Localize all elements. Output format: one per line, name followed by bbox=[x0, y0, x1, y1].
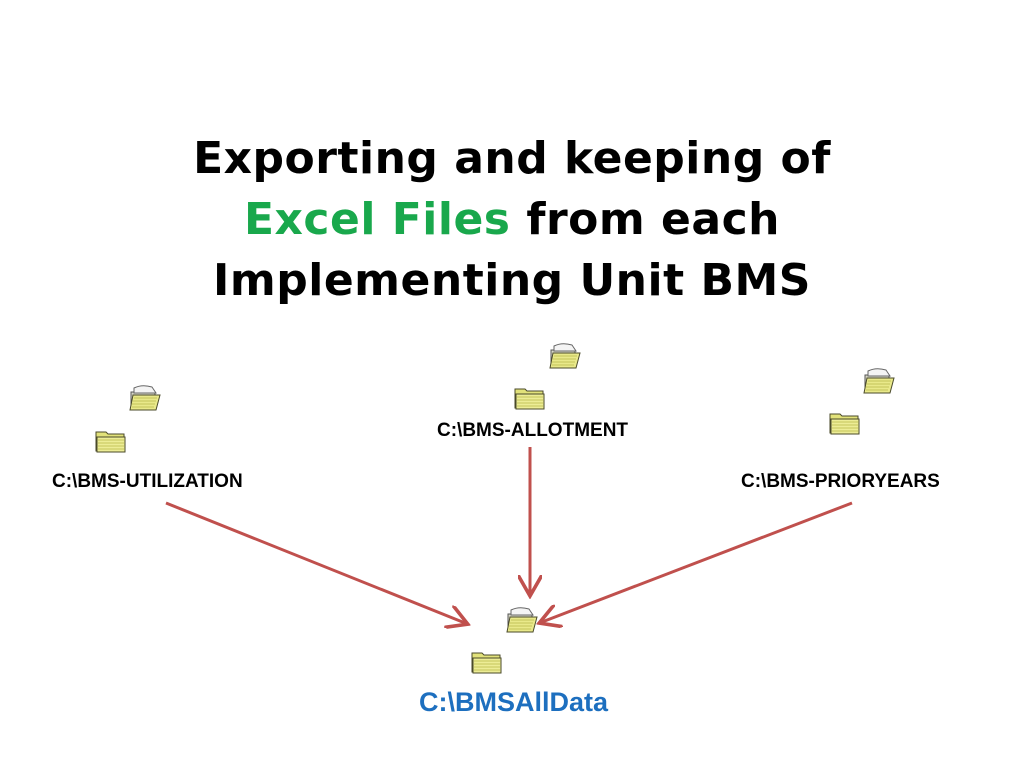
title-line-2: Excel Files from each bbox=[0, 189, 1024, 250]
folder-icon bbox=[128, 384, 162, 412]
folder-icon bbox=[94, 426, 128, 454]
title-accent-text: Excel Files bbox=[243, 194, 511, 245]
slide-title: Exporting and keeping of Excel Files fro… bbox=[0, 128, 1024, 311]
title-line-3: Implementing Unit BMS bbox=[213, 255, 811, 306]
title-line-1: Exporting and keeping of bbox=[193, 133, 831, 184]
arrow-prioryears-to-destination bbox=[542, 501, 853, 622]
node-label-prioryears: C:\BMS-PRIORYEARS bbox=[741, 471, 940, 492]
node-label-destination: C:\BMSAllData bbox=[419, 687, 609, 717]
title-line-2-rest: from each bbox=[510, 194, 780, 245]
node-label-allotment: C:\BMS-ALLOTMENT bbox=[437, 420, 629, 441]
folder-icon bbox=[505, 606, 539, 634]
node-label-utilization: C:\BMS-UTILIZATION bbox=[52, 471, 243, 492]
folder-icon bbox=[828, 408, 862, 436]
arrow-utilization-to-destination bbox=[165, 501, 465, 623]
folder-icon bbox=[862, 367, 896, 395]
folder-icon bbox=[470, 647, 504, 675]
folder-icon bbox=[548, 342, 582, 370]
folder-icon bbox=[513, 383, 547, 411]
